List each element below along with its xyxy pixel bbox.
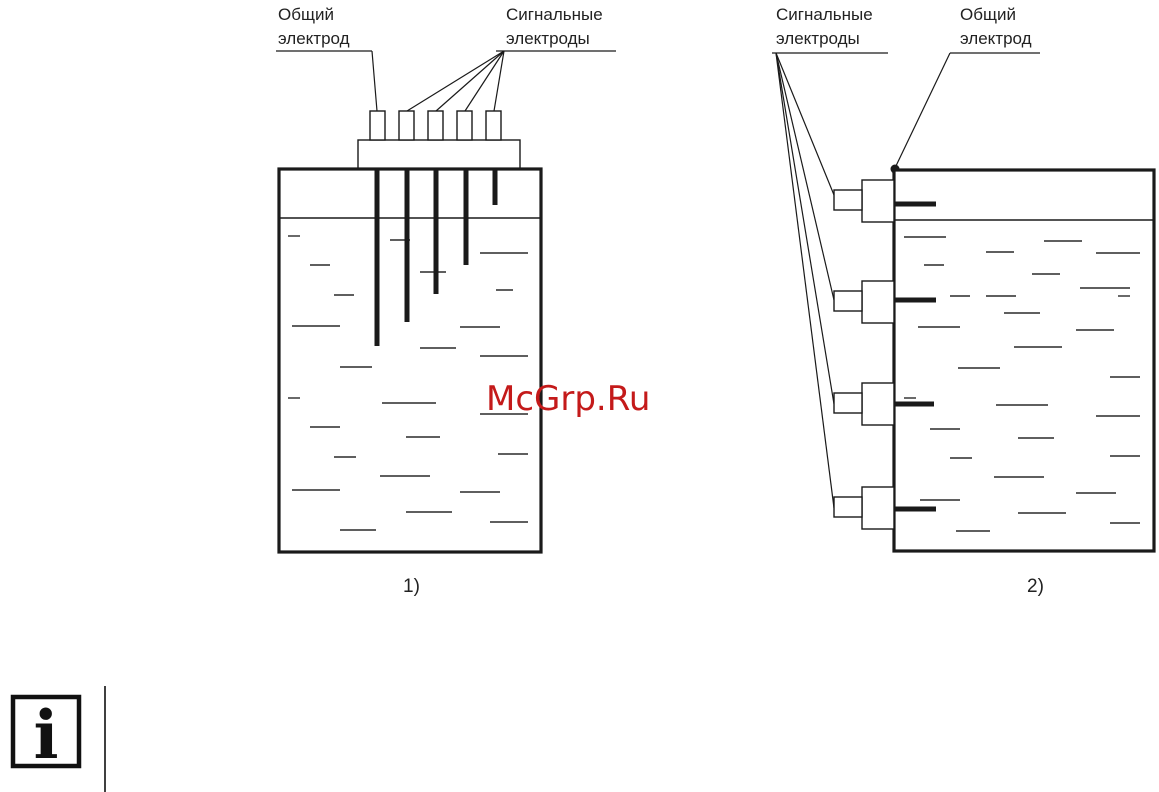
fig1-tank (279, 169, 541, 552)
watermark-text: McGrp.Ru (486, 379, 650, 419)
figure-2-side-mounted-electrodes: Сигнальные электроды Общий электрод (772, 5, 1154, 597)
fig2-tank (894, 170, 1154, 551)
fig1-common-electrode-label-line1: Общий (278, 5, 334, 24)
fig1-electrode-terminals (370, 111, 501, 140)
fig2-common-leader-line (895, 53, 950, 168)
fig1-common-electrode-label-line2: электрод (278, 29, 350, 48)
fig2-signal-electrodes-label-line2: электроды (776, 29, 860, 48)
fig1-signal-electrodes-label-line2: электроды (506, 29, 590, 48)
svg-text:i: i (33, 696, 58, 774)
info-icon: i (13, 696, 79, 774)
fig2-common-electrode-label-line1: Общий (960, 5, 1016, 24)
fig2-caption: 2) (1027, 576, 1044, 597)
fig1-leader-lines (372, 51, 504, 111)
fig1-signal-electrodes-label-line1: Сигнальные (506, 5, 603, 24)
fig2-electrode-fittings (834, 180, 894, 529)
fig1-electrode-head-block (358, 140, 520, 169)
figure-1-top-mounted-electrodes: Общий электрод Сигнальные электроды (276, 5, 616, 597)
fig2-leader-lines (776, 53, 834, 508)
fig2-signal-electrodes-label-line1: Сигнальные (776, 5, 873, 24)
fig1-caption: 1) (403, 576, 420, 597)
fig2-common-electrode-label-line2: электрод (960, 29, 1032, 48)
